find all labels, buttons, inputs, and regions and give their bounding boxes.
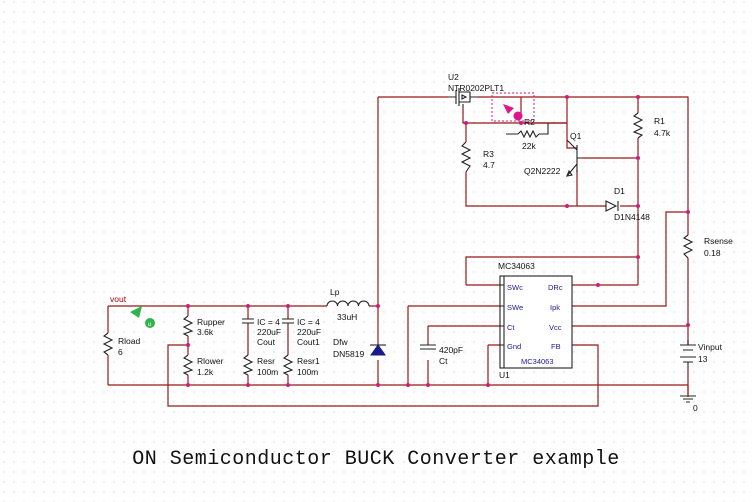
label-resr1-ref: Resr1: [297, 356, 320, 366]
wire-top-rail: [378, 96, 689, 212]
wire-fb: [167, 344, 599, 407]
label-rlower-value: 1.2k: [197, 367, 214, 377]
pin-swe: SWe: [507, 303, 523, 312]
label-rload-value: 6: [118, 347, 123, 357]
label-u1-header: MC34063: [498, 261, 535, 271]
label-u1-body: MC34063: [521, 357, 554, 366]
label-q1-value: Q2N2222: [524, 166, 561, 176]
capacitor-cout[interactable]: [242, 318, 254, 324]
label-cout-value: 220uF: [257, 327, 281, 337]
label-r3-ref: R3: [483, 149, 494, 159]
label-r2-ref: R2: [524, 117, 535, 127]
wire-swe: [407, 305, 500, 385]
label-ct-ref: Ct: [439, 356, 448, 366]
label-lp-value: 33uH: [337, 312, 357, 322]
resistor-resr[interactable]: [242, 354, 254, 376]
label-cout1-ic: IC = 4: [297, 317, 320, 327]
label-dfw-value: DN5819: [333, 349, 364, 359]
label-cout-ic: IC = 4: [257, 317, 280, 327]
label-rupper-value: 3.6k: [197, 327, 214, 337]
label-u2-ref: U2: [448, 72, 459, 82]
label-r1-ref: R1: [654, 116, 665, 126]
label-vinput-value: 13: [698, 354, 708, 364]
label-vinput-ref: Vinput: [698, 342, 723, 352]
pin-drc: DRc: [548, 283, 563, 292]
label-cout1-ref: Cout1: [297, 337, 320, 347]
wire-vcc: [572, 325, 689, 397]
svg-text:u: u: [148, 322, 151, 328]
junctions: [186, 95, 690, 387]
label-d1-value: D1N4148: [614, 212, 650, 222]
label-lp-ref: Lp: [330, 287, 340, 297]
label-u1-ref: U1: [499, 370, 510, 380]
resistor-rsense[interactable]: [682, 234, 694, 259]
schematic-caption: ON Semiconductor BUCK Converter example: [132, 448, 620, 471]
label-q1-ref: Q1: [570, 131, 582, 141]
label-rsense-ref: Rsense: [704, 236, 733, 246]
label-rlower-ref: Rlower: [197, 356, 224, 366]
label-rload-ref: Rload: [118, 336, 140, 346]
resistor-rupper[interactable]: [182, 315, 194, 337]
wire-q1-collector: [566, 97, 577, 149]
voltage-probe-green[interactable]: u: [130, 306, 155, 328]
label-rupper-ref: Rupper: [197, 317, 225, 327]
resistor-r2[interactable]: [506, 123, 549, 139]
label-ct-value: 420pF: [439, 345, 463, 355]
pin-fb: FB: [551, 342, 561, 351]
wire-drc: [465, 256, 638, 286]
label-u2-value: NTR0202PLT1: [448, 83, 504, 93]
label-cout-ref: Cout: [257, 337, 276, 347]
probe-selection-box: [491, 92, 535, 122]
resistor-r1[interactable]: [632, 112, 644, 139]
label-r1-value: 4.7k: [654, 128, 671, 138]
current-probe-magenta[interactable]: [503, 104, 523, 121]
ground-symbol: [680, 395, 696, 403]
capacitor-cout1[interactable]: [282, 318, 294, 324]
wire-ct: [427, 325, 500, 385]
ic-u1[interactable]: [499, 275, 573, 369]
label-r2-value: 22k: [522, 141, 536, 151]
resistor-rload[interactable]: [102, 332, 114, 356]
pin-ct: Ct: [507, 323, 515, 332]
wire-gnd-pin: [487, 344, 500, 385]
resistor-rlower[interactable]: [182, 354, 194, 376]
wire-r2-right: [520, 97, 567, 124]
pin-vcc: Vcc: [549, 323, 562, 332]
mosfet-u2[interactable]: [448, 88, 478, 108]
label-dfw-ref: Dfw: [333, 337, 349, 347]
voltage-source-vinput[interactable]: [680, 340, 696, 367]
label-r3-value: 4.7: [483, 160, 495, 170]
resistor-resr1[interactable]: [282, 354, 294, 376]
pin-swc: SWc: [507, 283, 523, 292]
label-resr-value: 100m: [257, 367, 278, 377]
resistor-r3[interactable]: [460, 141, 472, 173]
wires: [107, 96, 689, 407]
label-resr1-value: 100m: [297, 367, 318, 377]
diode-d1[interactable]: [605, 200, 619, 212]
wire-ipk: [572, 211, 688, 307]
transistor-q1[interactable]: [566, 139, 582, 177]
pin-gnd: Gnd: [507, 342, 521, 351]
label-resr-ref: Resr: [257, 356, 275, 366]
capacitor-ct[interactable]: [420, 344, 436, 350]
label-rsense-value: 0.18: [704, 248, 721, 258]
label-d1-ref: D1: [614, 186, 625, 196]
label-ground-net: 0: [693, 403, 698, 413]
inductor-lp[interactable]: [326, 300, 370, 307]
pin-ipk: Ipk: [550, 303, 560, 312]
label-vout-net: vout: [110, 294, 127, 304]
diode-dfw[interactable]: [370, 344, 386, 356]
wire-r3: [465, 123, 606, 207]
label-cout1-value: 220uF: [297, 327, 321, 337]
